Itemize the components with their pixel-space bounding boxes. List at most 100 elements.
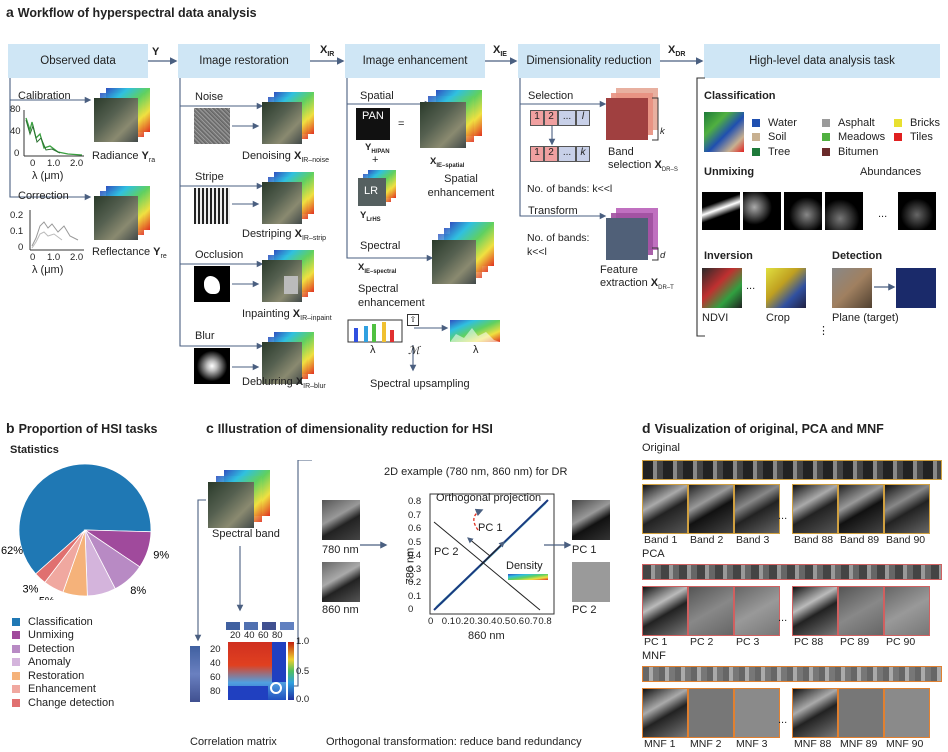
panel-letter: c <box>206 420 214 436</box>
detection-title: Detection <box>832 250 883 262</box>
reflectance-cube-image <box>94 186 150 240</box>
detection-map <box>896 268 936 308</box>
correction-label: Correction <box>18 190 69 202</box>
cal-xtick: 2.0 <box>70 158 84 169</box>
crop-image <box>766 268 806 308</box>
pc1-out-label: PC 1 <box>572 544 597 556</box>
noise-image <box>194 108 230 144</box>
swatch <box>894 118 902 127</box>
band-strip <box>262 622 276 630</box>
pc2-image <box>572 562 610 602</box>
inversion-ellipsis: ... <box>746 280 756 292</box>
legend-swatch <box>12 644 20 653</box>
equals-sign: = <box>398 118 405 130</box>
sub: IR <box>327 51 335 59</box>
legend-swatch <box>12 631 20 640</box>
pie-slice <box>18 463 152 575</box>
var: X <box>430 156 437 167</box>
panel-title-text: Workflow of hyperspectral data analysis <box>17 6 257 20</box>
class-name: Asphalt <box>838 116 875 129</box>
plane-label: Plane (target) <box>832 312 899 324</box>
corr-xtick: 80 <box>272 630 283 641</box>
abundance-map <box>784 192 822 230</box>
var: X <box>320 44 328 56</box>
class-item: Soil <box>752 131 822 145</box>
swatch <box>822 133 830 142</box>
sub: IE–spatial <box>436 162 465 169</box>
panel-title-text: Proportion of HSI tasks <box>18 422 158 436</box>
pie-value-label: 9% <box>153 549 169 561</box>
band-thumbnail-label: MNF 89 <box>840 738 878 750</box>
band-thumbnail-label: PC 3 <box>736 636 760 648</box>
legend-swatch <box>12 698 20 707</box>
density-label: Density <box>506 560 543 572</box>
pie-value-label: 3% <box>23 584 39 596</box>
pie-legend-item: Unmixing <box>12 629 114 643</box>
var: X <box>294 228 302 240</box>
sub: IR–blur <box>303 383 326 391</box>
var: X <box>295 376 304 388</box>
band-thumbnail-label: PC 1 <box>644 636 668 648</box>
text: Destriping <box>242 228 292 240</box>
pie-value-label: 5% <box>39 595 55 600</box>
swatch <box>894 133 902 142</box>
class-name: Tiles <box>910 131 933 144</box>
corr-ytick: 40 <box>210 658 221 669</box>
var: Y <box>360 210 367 221</box>
crop-label: Crop <box>766 312 790 324</box>
k-label: k <box>660 126 665 137</box>
panel-title-text: Visualization of original, PCA and MNF <box>654 422 884 436</box>
sub: DR <box>675 51 686 59</box>
scatter-xtick: 0.8 <box>538 616 552 627</box>
band-thumbnail <box>838 688 884 738</box>
inpainting-label: Inpainting XIR–inpaint <box>242 308 332 322</box>
sub: IR–noise <box>301 157 329 165</box>
scatter-ytick: 0.4 <box>408 550 422 561</box>
abundance-map <box>743 192 781 230</box>
radiance-label: Radiance Yra <box>92 150 155 164</box>
legend-swatch <box>12 671 20 680</box>
cal-ytick: 80 <box>10 104 21 115</box>
detection-arrow <box>874 283 896 291</box>
legend-swatch <box>12 685 20 694</box>
cell: k <box>576 146 590 162</box>
sub: IR–inpaint <box>300 315 332 323</box>
pie-value-label: 8% <box>130 585 146 597</box>
band-thumbnail-label: MNF 2 <box>690 738 722 750</box>
abundance-maps <box>702 192 863 230</box>
pc1-image <box>572 500 610 540</box>
legend-label: Unmixing <box>28 629 74 642</box>
var: X <box>292 308 301 320</box>
var: X <box>493 44 501 56</box>
band-strip <box>280 622 294 630</box>
class-name: Soil <box>768 131 787 144</box>
var: X <box>358 262 365 273</box>
mnf-band-strip <box>642 666 942 682</box>
correlation-matrix-label: Correlation matrix <box>190 736 277 748</box>
band-thumbnail <box>792 484 838 534</box>
ypan-label: YH/PAN <box>365 142 390 155</box>
legend-swatch <box>12 658 20 667</box>
legend-label: Classification <box>28 615 93 628</box>
band-thumbnail <box>688 688 734 738</box>
selection-label: Selection <box>528 90 574 102</box>
reflectance-label: Reflectance Yre <box>92 246 167 260</box>
swatch <box>752 118 760 127</box>
scatter-xtick: 0.7 <box>524 616 538 627</box>
var: X <box>650 277 659 289</box>
abundance-map <box>825 192 863 230</box>
scatter-ytick: 0.3 <box>408 563 422 575</box>
denoising-cube <box>262 92 314 144</box>
stripe-image <box>194 188 230 224</box>
pie-legend-item: Restoration <box>12 669 114 683</box>
pan-text: PAN <box>362 110 384 122</box>
feature-extraction-cube <box>606 208 659 261</box>
swatch <box>822 118 830 127</box>
text: Reflectance <box>92 246 151 258</box>
var: X <box>668 44 676 56</box>
corr-xtick: 60 <box>258 630 269 641</box>
lr-text: LR <box>364 185 378 197</box>
sub: IE <box>500 51 507 59</box>
xie-spatial-label: XIE–spatial <box>430 156 464 169</box>
